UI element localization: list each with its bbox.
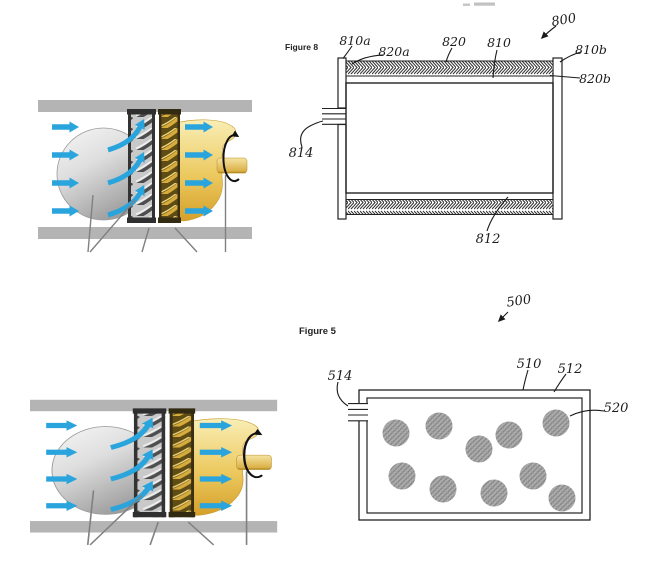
particle xyxy=(495,421,523,449)
particle xyxy=(429,475,457,503)
scan-smudge xyxy=(463,2,495,6)
fig8-leader-lines xyxy=(300,25,582,232)
particle xyxy=(388,462,416,490)
fig5-inner-wall xyxy=(366,397,583,514)
fig8-label-810b: 810b xyxy=(575,42,607,57)
fig5-port-opening xyxy=(357,403,369,421)
particle xyxy=(548,484,576,512)
fig8-seal-strip-top xyxy=(345,60,554,77)
turbine-illustration-top xyxy=(38,100,252,252)
particle xyxy=(519,462,547,490)
figure8-title: Figure 8 xyxy=(285,42,318,52)
fig8-label-812: 812 xyxy=(476,232,501,247)
fig8-inner-plate xyxy=(345,82,554,194)
fig5-particles xyxy=(382,409,576,512)
fig5-label-500: 500 xyxy=(506,292,533,310)
fig8-label-810: 810 xyxy=(487,35,511,50)
fig8-label-820: 820 xyxy=(442,34,466,49)
fig8-label-800: 800 xyxy=(550,11,577,30)
particle xyxy=(465,435,493,463)
fig5-label-510: 510 xyxy=(517,357,542,372)
fig8-left-wall-lower xyxy=(337,123,347,220)
particle xyxy=(382,419,410,447)
fig5-label-512: 512 xyxy=(558,362,583,377)
fig8-inlet-port xyxy=(322,107,346,125)
fig8-label-820a: 820a xyxy=(378,44,409,59)
fig8-label-814: 814 xyxy=(289,146,314,161)
figure5-title: Figure 5 xyxy=(299,326,337,337)
turbine-illustration-bottom xyxy=(30,400,277,545)
fig5-label-514: 514 xyxy=(328,369,353,384)
particle xyxy=(425,412,453,440)
particle xyxy=(480,479,508,507)
fig5-label-520: 520 xyxy=(604,401,629,416)
fig5-inlet-port xyxy=(348,403,368,422)
fig5-leader-lines xyxy=(336,311,605,417)
figure8-drawing: Figure 8 800 xyxy=(285,11,611,247)
fig8-label-820b: 820b xyxy=(579,71,611,86)
particle xyxy=(542,409,570,437)
fig8-seal-strip-bottom xyxy=(345,199,554,215)
fig8-right-wall xyxy=(552,57,563,220)
fig8-label-810a: 810a xyxy=(339,33,370,48)
figure5-drawing: Figure 5 500 514 510 512 520 xyxy=(299,292,629,521)
fig8-left-wall-upper xyxy=(337,57,347,109)
